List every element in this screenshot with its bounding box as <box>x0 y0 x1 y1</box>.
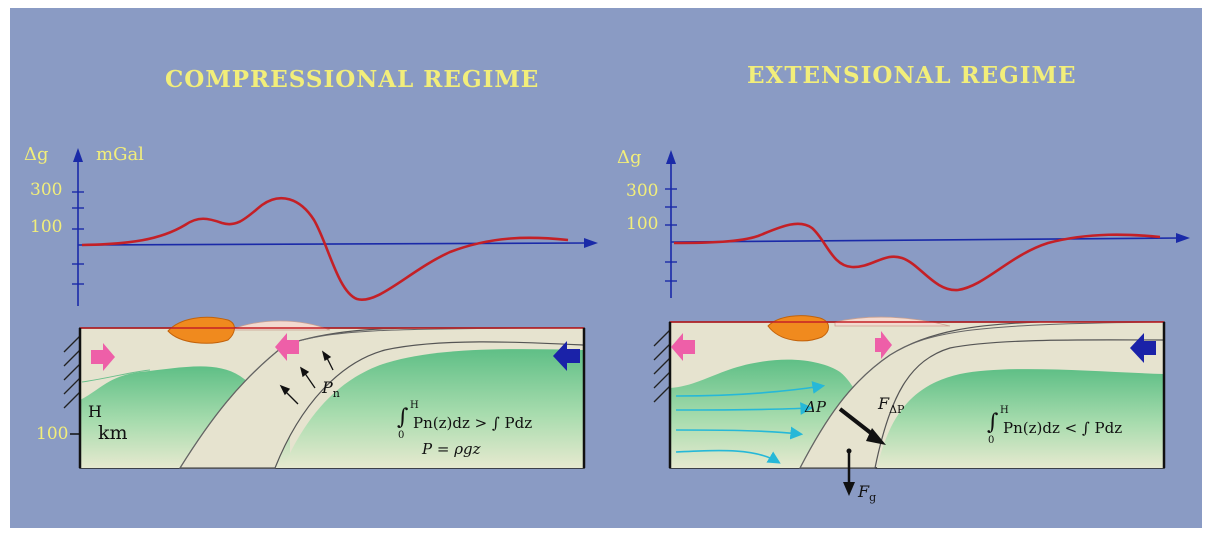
right-force-g-subscript: g <box>869 491 877 505</box>
left-tick-300: 300 <box>30 180 63 200</box>
right-force-dp-subscript: ΔP <box>889 403 905 417</box>
left-cross-section <box>63 316 586 469</box>
right-gravity-plot <box>665 150 1190 298</box>
right-x-axis <box>670 237 1181 243</box>
left-fixed-wall-hatching <box>63 335 81 409</box>
left-push-arrow-pink-left <box>275 333 299 361</box>
right-fixed-wall-hatching <box>653 329 671 403</box>
left-push-arrow-blue <box>553 341 580 371</box>
left-push-arrow-pink-right <box>91 343 115 371</box>
left-equation-inequality: Pn(z)dz > ∫ Pdz <box>413 414 533 432</box>
right-mantle-flow-arrows <box>675 381 826 464</box>
left-integral-lower: 0 <box>398 430 405 441</box>
right-tick-300: 300 <box>626 181 659 201</box>
left-pn-letter: P <box>322 378 333 397</box>
left-equation-pressure: P = ρgz <box>422 440 481 458</box>
left-x-axis-arrowhead <box>584 238 598 248</box>
right-y-axis-symbol: Δg <box>617 147 642 168</box>
right-y-ticks <box>665 188 677 282</box>
right-force-dp-label: FΔP <box>878 394 904 416</box>
right-integral-upper: H <box>1000 405 1009 416</box>
right-integral-sign: ∫ <box>987 410 999 435</box>
right-delta-p-label: ΔP <box>805 398 826 416</box>
right-force-g-arrow <box>843 448 855 496</box>
right-tick-100: 100 <box>626 214 659 234</box>
left-integral-sign: ∫ <box>397 405 409 430</box>
left-pn-label: Pn <box>322 378 340 400</box>
left-y-ticks <box>72 191 84 285</box>
left-y-axis-unit: mGal <box>96 144 144 165</box>
left-depth-label-h: H <box>88 402 102 421</box>
left-gravity-anomaly-curve <box>81 196 569 301</box>
right-y-axis-arrowhead <box>666 150 676 164</box>
right-gravity-anomaly-curve <box>673 222 1161 292</box>
left-depth-label-km: km <box>98 422 128 444</box>
right-push-arrow-pink-right <box>875 331 892 359</box>
right-push-arrow-blue <box>1130 333 1156 363</box>
left-y-axis-arrowhead <box>73 148 83 162</box>
right-x-axis-arrowhead <box>1176 233 1190 243</box>
compressional-regime-title: COMPRESSIONAL REGIME <box>165 66 540 93</box>
right-force-g-label: Fg <box>858 482 876 504</box>
left-integral-upper: H <box>410 400 419 411</box>
left-depth-tick-label: 100 <box>36 424 69 444</box>
left-pn-arrows <box>279 350 334 405</box>
left-pn-subscript: n <box>332 387 340 401</box>
right-push-arrow-pink-left <box>671 333 695 361</box>
right-force-g-letter: F <box>858 482 870 501</box>
left-tick-100: 100 <box>30 217 63 237</box>
right-cross-section <box>653 315 1166 496</box>
left-gravity-plot <box>72 148 598 306</box>
right-force-dp-arrow <box>838 407 886 445</box>
left-x-axis <box>77 242 589 246</box>
left-y-axis-symbol: Δg <box>24 144 49 165</box>
extensional-regime-title: EXTENSIONAL REGIME <box>747 62 1077 89</box>
right-equation-inequality: Pn(z)dz < ∫ Pdz <box>1003 419 1123 437</box>
right-force-dp-letter: F <box>878 394 890 413</box>
right-integral-lower: 0 <box>988 435 995 446</box>
